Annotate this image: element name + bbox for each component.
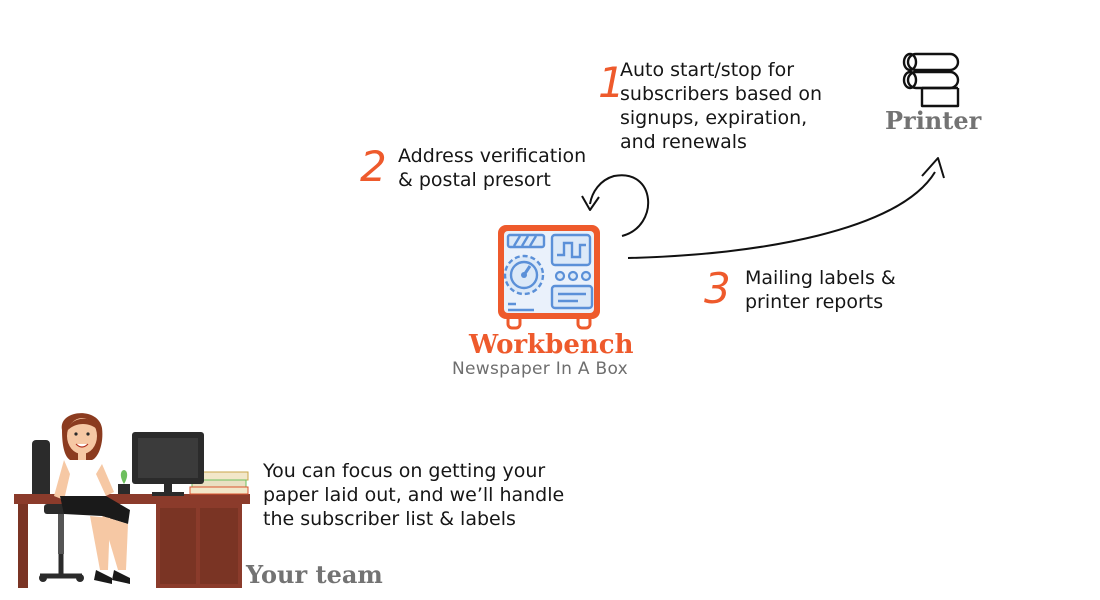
step-text-1: Auto start/stop for subscribers based on… bbox=[620, 59, 822, 153]
arrow-to-printer bbox=[627, 171, 936, 259]
step-text-2: Address verification & postal presort bbox=[398, 145, 587, 191]
team-title: Your team bbox=[246, 560, 383, 589]
printer-roll-icon bbox=[902, 52, 960, 108]
printer-title: Printer bbox=[885, 106, 982, 135]
arrow-to-printer-head bbox=[921, 157, 945, 179]
workbench-subtitle: Newspaper In A Box bbox=[452, 359, 629, 379]
step-number-3: 3 bbox=[704, 264, 731, 313]
loop-arrow-head bbox=[581, 195, 600, 211]
control-panel-icon bbox=[498, 225, 600, 330]
step-text-3: Mailing labels & printer reports bbox=[745, 267, 896, 313]
workbench-title: Workbench bbox=[469, 330, 634, 360]
step-number-2: 2 bbox=[360, 142, 387, 191]
woman-at-desk-illustration bbox=[14, 413, 250, 588]
team-description: You can focus on getting your paper laid… bbox=[263, 460, 565, 530]
step-number-1: 1 bbox=[598, 58, 625, 107]
loop-arrow bbox=[589, 174, 649, 237]
